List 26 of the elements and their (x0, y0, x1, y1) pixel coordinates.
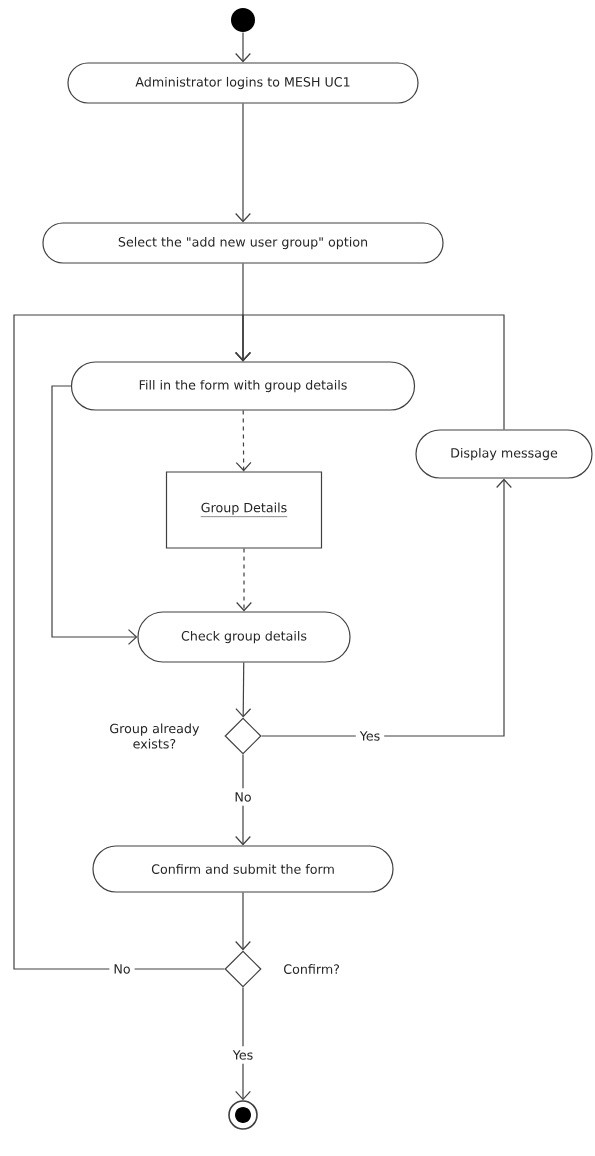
arrow (261, 478, 512, 737)
arrow (51, 385, 138, 645)
decision-diamond (224, 717, 262, 755)
object-box: Group Details (165, 471, 323, 549)
decision-label: Confirm? (284, 964, 340, 974)
arrow (236, 548, 252, 612)
action-box: Administrator logins to MESH UC1 (67, 62, 419, 104)
action-box: Confirm and submit the form (92, 845, 394, 893)
arrow (235, 892, 251, 951)
start-circle (231, 8, 255, 32)
edge-label: Yes (355, 727, 385, 745)
action-box: Fill in the form with group details (70, 361, 416, 411)
action-box: Select the "add new user group" option (42, 222, 444, 264)
decision-diamond (224, 950, 262, 988)
arrow (235, 32, 251, 63)
decision-label: Group already exists? (110, 723, 200, 749)
arrow (235, 662, 252, 718)
arrow (235, 410, 252, 472)
end-circle (228, 1100, 258, 1130)
arrow (235, 103, 251, 223)
arrow (13, 314, 251, 970)
edge-label: No (230, 788, 256, 806)
edge-label: No (109, 960, 135, 978)
action-box: Display message (415, 429, 593, 479)
edge-label: Yes (228, 1046, 258, 1064)
action-box: Check group details (137, 611, 351, 663)
